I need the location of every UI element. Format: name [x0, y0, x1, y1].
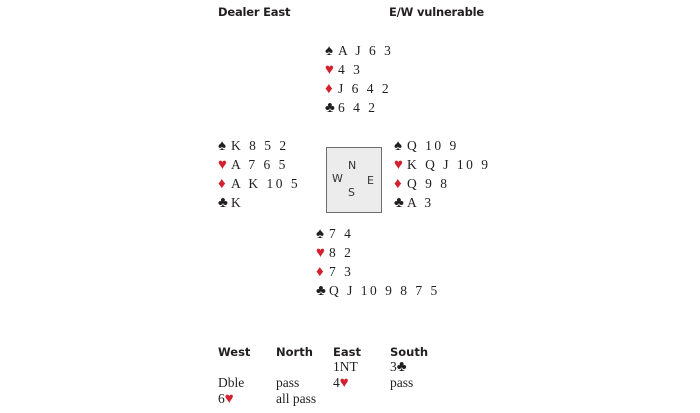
compass-box: N W E S [326, 147, 382, 213]
diamond-icon: ♦ [394, 176, 402, 192]
north-clubs-row: ♣6 4 2 [325, 98, 393, 117]
east-hearts-cards: K Q J 10 9 [407, 157, 491, 172]
compass-west: W [332, 172, 343, 185]
west-clubs-row: ♣K [218, 193, 300, 212]
auction-header-north: North [276, 345, 313, 359]
west-clubs-cards: K [231, 195, 244, 210]
west-hand: ♠K 8 5 2♥A 7 6 5♦A K 10 5♣K [218, 136, 300, 212]
east-clubs-cards: A 3 [407, 195, 434, 210]
west-diamonds-row: ♦ A K 10 5 [218, 174, 300, 193]
east-clubs-row: ♣A 3 [394, 193, 491, 212]
dealer-label: Dealer East [218, 5, 291, 19]
spade-icon: ♠ [316, 226, 324, 242]
east-spades-row: ♠ Q 10 9 [394, 136, 491, 155]
heart-icon: ♥ [339, 375, 349, 391]
north-diamonds-row: ♦ J 6 4 2 [325, 79, 393, 98]
heart-icon: ♥ [224, 391, 234, 407]
west-spades-row: ♠ K 8 5 2 [218, 136, 300, 155]
north-spades-cards: A J 6 3 [338, 43, 394, 58]
bid-text: 6 [218, 391, 225, 406]
bid-text: 3 [390, 359, 397, 374]
east-hand: ♠Q 10 9♥K Q J 10 9♦Q 9 8♣A 3 [394, 136, 491, 212]
south-hearts-row: ♥ 8 2 [316, 243, 440, 262]
heart-icon: ♥ [316, 245, 325, 261]
auction-bid: pass [276, 375, 299, 391]
bid-text: Dble [218, 375, 245, 390]
club-icon: ♣ [394, 195, 404, 211]
bid-text: pass [276, 375, 300, 390]
west-diamonds-cards: A K 10 5 [231, 176, 301, 191]
north-diamonds-cards: J 6 4 2 [338, 81, 392, 96]
club-icon: ♣ [316, 283, 326, 299]
north-clubs-cards: 6 4 2 [338, 100, 378, 115]
diamond-icon: ♦ [218, 176, 226, 192]
south-spades-cards: 7 4 [329, 226, 354, 241]
bid-text: all pass [276, 391, 317, 406]
auction-header-south: South [390, 345, 429, 359]
auction-bid: 1NT [333, 359, 358, 375]
diamond-icon: ♦ [316, 264, 324, 280]
north-spades-row: ♠ A J 6 3 [325, 41, 393, 60]
bid-text: 1NT [333, 359, 358, 374]
auction-bid: 4♥ [333, 375, 349, 392]
bid-text: pass [390, 375, 414, 390]
south-hand: ♠7 4♥8 2♦7 3♣Q J 10 9 8 7 5 [316, 224, 440, 300]
west-hearts-cards: A 7 6 5 [231, 157, 288, 172]
diamond-icon: ♦ [325, 81, 333, 97]
south-diamonds-row: ♦ 7 3 [316, 262, 440, 281]
heart-icon: ♥ [325, 62, 334, 78]
club-icon: ♣ [325, 100, 335, 116]
west-spades-cards: K 8 5 2 [231, 138, 289, 153]
south-clubs-row: ♣Q J 10 9 8 7 5 [316, 281, 440, 300]
north-hand: ♠A J 6 3♥4 3♦J 6 4 2♣6 4 2 [325, 41, 393, 117]
south-hearts-cards: 8 2 [329, 245, 354, 260]
south-spades-row: ♠ 7 4 [316, 224, 440, 243]
east-hearts-row: ♥ K Q J 10 9 [394, 155, 491, 174]
east-spades-cards: Q 10 9 [407, 138, 459, 153]
heart-icon: ♥ [394, 157, 403, 173]
compass-south: S [348, 186, 355, 199]
heart-icon: ♥ [218, 157, 227, 173]
club-icon: ♣ [218, 195, 228, 211]
vulnerability-label: E/W vulnerable [389, 5, 484, 19]
spade-icon: ♠ [394, 138, 402, 154]
spade-icon: ♠ [218, 138, 226, 154]
compass-east: E [367, 174, 374, 187]
east-diamonds-cards: Q 9 8 [407, 176, 450, 191]
auction-header-west: West [218, 345, 251, 359]
bid-text: 4 [333, 375, 340, 390]
west-hearts-row: ♥ A 7 6 5 [218, 155, 300, 174]
south-clubs-cards: Q J 10 9 8 7 5 [329, 283, 440, 298]
compass-north: N [348, 159, 357, 172]
club-icon: ♣ [396, 359, 407, 375]
auction-bid: 6♥ [218, 391, 234, 408]
auction-bid: 3♣ [390, 359, 407, 376]
north-hearts-cards: 4 3 [338, 62, 363, 77]
auction-header-east: East [333, 345, 361, 359]
east-diamonds-row: ♦ Q 9 8 [394, 174, 491, 193]
south-diamonds-cards: 7 3 [329, 264, 354, 279]
auction-bid: Dble [218, 375, 244, 391]
north-hearts-row: ♥ 4 3 [325, 60, 393, 79]
auction-bid: all pass [276, 391, 316, 407]
spade-icon: ♠ [325, 43, 333, 59]
auction-bid: pass [390, 375, 413, 391]
